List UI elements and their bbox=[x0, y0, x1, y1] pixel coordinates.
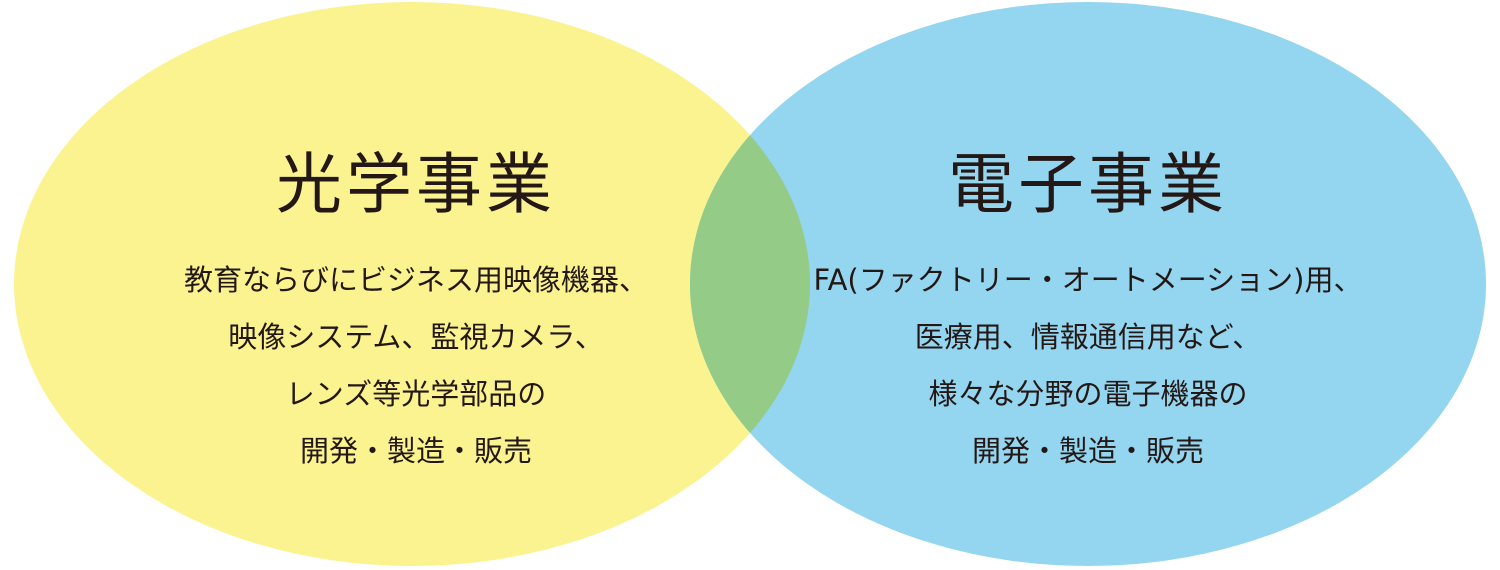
optical-business-desc-line-4: 開発・製造・販売 bbox=[299, 434, 532, 468]
electronics-business-circle bbox=[690, 2, 1486, 566]
electronics-business-desc-line-3: 様々な分野の電子機器の bbox=[928, 377, 1248, 411]
optical-business-title: 光学事業 bbox=[276, 146, 556, 223]
optical-business-circle bbox=[14, 2, 810, 566]
optical-business-desc-line-3: レンズ等光学部品の bbox=[285, 377, 547, 411]
optical-business-section: 光学事業 教育ならびにビジネス用映像機器、 映像システム、監視カメラ、 レンズ等… bbox=[96, 140, 736, 480]
electronics-business-desc-line-1: FA(ファクトリー・オートメーション)用、 bbox=[813, 263, 1363, 297]
electronics-business-desc-line-2: 医療用、情報通信用など、 bbox=[914, 320, 1262, 354]
electronics-business-title: 電子事業 bbox=[948, 146, 1228, 223]
optical-business-desc-line-2: 映像システム、監視カメラ、 bbox=[228, 320, 604, 354]
electronics-business-section: 電子事業 FA(ファクトリー・オートメーション)用、 医療用、情報通信用など、 … bbox=[768, 140, 1408, 480]
optical-business-desc-line-1: 教育ならびにビジネス用映像機器、 bbox=[183, 263, 648, 297]
electronics-business-desc-line-4: 開発・製造・販売 bbox=[971, 434, 1204, 468]
